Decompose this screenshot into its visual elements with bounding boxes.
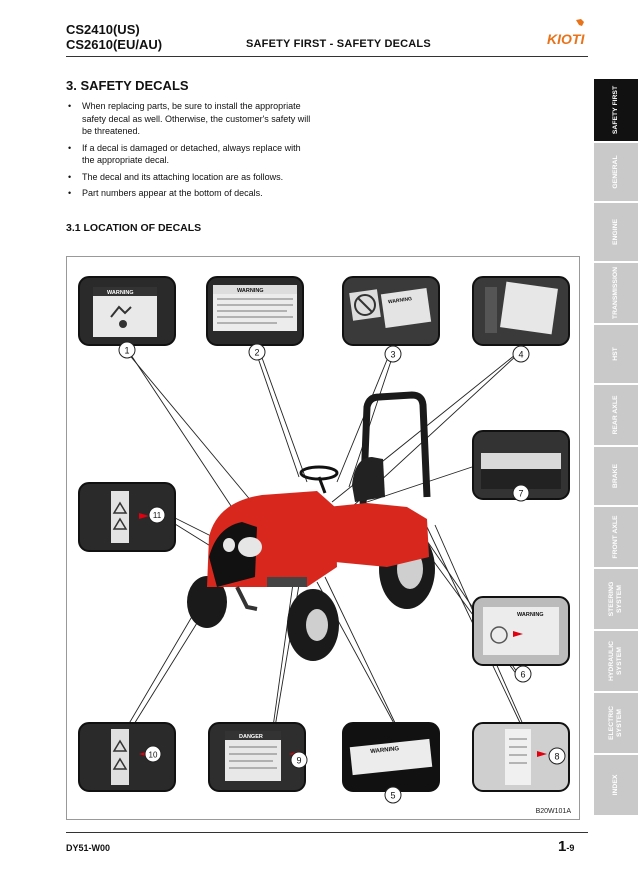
svg-text:11: 11 — [153, 511, 162, 520]
callout-3: 3 — [384, 345, 402, 363]
figure-code: B20W101A — [535, 808, 571, 815]
tab-steering-system[interactable]: STEERING SYSTEM — [594, 569, 638, 629]
logo-text: KIOTI — [547, 31, 585, 47]
tab-safety-first[interactable]: SAFETY FIRST — [594, 79, 638, 141]
callout-4: 4 — [512, 345, 530, 363]
svg-text:7: 7 — [518, 489, 523, 499]
bullet-item: Part numbers appear at the bottom of dec… — [66, 187, 314, 200]
callout-8: 8 — [548, 747, 566, 765]
decal-inset-9: DANGER — [208, 722, 306, 792]
bullet-item: If a decal is damaged or detached, alway… — [66, 142, 314, 167]
decal-location-figure: WARNING WARNING WARNING — [66, 256, 580, 820]
svg-text:4: 4 — [518, 350, 523, 360]
model-line-us: CS2410(US) — [66, 22, 140, 37]
decal-warning-text: WARNING — [517, 612, 544, 618]
page-number-minor: -9 — [566, 843, 575, 853]
tab-label: HYDRAULIC SYSTEM — [608, 640, 623, 682]
footer-rule — [66, 832, 588, 833]
tab-hst[interactable]: HST — [594, 325, 638, 383]
tab-label: FRONT AXLE — [612, 515, 619, 559]
svg-text:9: 9 — [296, 756, 301, 766]
bullet-item: The decal and its attaching location are… — [66, 171, 314, 184]
tab-hydraulic-system[interactable]: HYDRAULIC SYSTEM — [594, 631, 638, 691]
callout-1: 1 — [118, 341, 136, 359]
page-number: 1-9 — [558, 838, 574, 856]
decal-inset-4 — [472, 276, 570, 346]
tab-brake[interactable]: BRAKE — [594, 447, 638, 505]
decal-inset-10 — [78, 722, 176, 792]
tab-label: GENERAL — [612, 155, 619, 189]
model-line-eu: CS2610(EU/AU) — [66, 37, 163, 52]
decal-inset-5: WARNING — [342, 722, 440, 792]
callout-5: 5 — [384, 786, 402, 804]
decal-warning-text: WARNING — [107, 290, 134, 296]
tractor-illustration — [187, 391, 435, 661]
tab-label: ENGINE — [612, 218, 619, 246]
tab-label: TRANSMISSION — [612, 266, 619, 320]
subsection-heading: 3.1 LOCATION OF DECALS — [66, 222, 202, 234]
decal-diagram: WARNING WARNING WARNING — [78, 276, 570, 804]
tab-label: REAR AXLE — [612, 395, 619, 435]
bullet-list: When replacing parts, be sure to install… — [66, 100, 314, 204]
tab-label: INDEX — [612, 774, 619, 796]
callout-10: 10 — [144, 745, 162, 763]
page-number-major: 1 — [558, 838, 567, 855]
decal-inset-6: WARNING — [472, 596, 570, 666]
tab-engine[interactable]: ENGINE — [594, 203, 638, 261]
tab-rear-axle[interactable]: REAR AXLE — [594, 385, 638, 445]
decal-warning-text: WARNING — [370, 746, 400, 755]
svg-text:10: 10 — [149, 751, 158, 760]
decal-danger-text: DANGER — [239, 734, 263, 740]
svg-text:1: 1 — [124, 346, 129, 356]
header-rule — [66, 56, 588, 57]
callout-11: 11 — [148, 506, 166, 524]
callout-2: 2 — [248, 343, 266, 361]
tab-label: SAFETY FIRST — [612, 85, 619, 135]
tab-label: STEERING SYSTEM — [608, 581, 623, 617]
svg-text:8: 8 — [554, 752, 559, 762]
section-heading: 3. SAFETY DECALS — [66, 78, 189, 93]
callout-7: 7 — [512, 484, 530, 502]
tab-electric-system[interactable]: ELECTRIC SYSTEM — [594, 693, 638, 753]
kioti-logo: KIOTI — [547, 19, 585, 47]
tab-label: BRAKE — [612, 463, 619, 489]
callout-6: 6 — [514, 665, 532, 683]
tab-label: ELECTRIC SYSTEM — [608, 706, 623, 740]
svg-text:5: 5 — [390, 791, 395, 801]
tab-transmission[interactable]: TRANSMISSION — [594, 263, 638, 323]
bullet-item: When replacing parts, be sure to install… — [66, 100, 314, 138]
svg-text:2: 2 — [254, 348, 259, 358]
tab-label: HST — [612, 347, 619, 361]
tab-general[interactable]: GENERAL — [594, 143, 638, 201]
svg-text:6: 6 — [520, 670, 525, 680]
callout-9: 9 — [290, 751, 308, 769]
svg-text:3: 3 — [390, 350, 395, 360]
decal-inset-11 — [78, 482, 176, 552]
decal-inset-2: WARNING — [206, 276, 304, 346]
decal-inset-1: WARNING — [78, 276, 176, 346]
decal-inset-7 — [472, 430, 570, 500]
decal-inset-8 — [472, 722, 570, 792]
model-name: CS2410(US) CS2610(EU/AU) — [66, 22, 162, 52]
tab-index[interactable]: INDEX — [594, 755, 638, 815]
decal-warning-text: WARNING — [237, 288, 264, 294]
decal-inset-3: WARNING — [342, 276, 440, 346]
page-title: SAFETY FIRST - SAFETY DECALS — [246, 38, 431, 50]
decal-warning-text: WARNING — [388, 296, 413, 305]
document-code: DY51-W00 — [66, 843, 111, 853]
tab-front-axle[interactable]: FRONT AXLE — [594, 507, 638, 567]
